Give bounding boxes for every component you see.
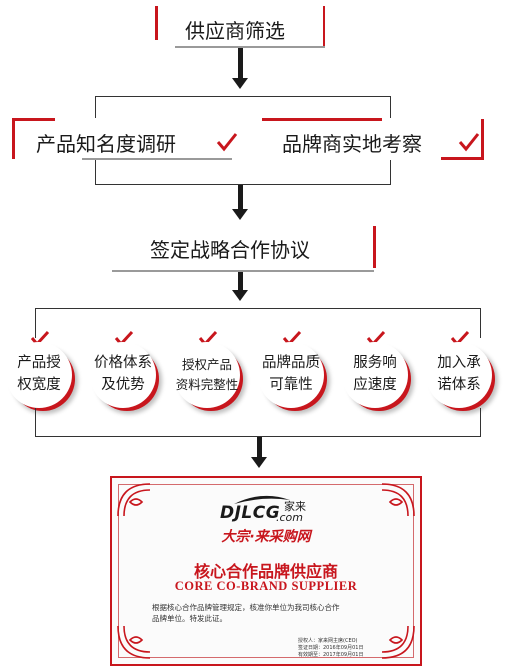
ornament-corner-icon bbox=[381, 625, 415, 659]
criteria-item-service-response: 服务响 应速度 bbox=[340, 330, 416, 410]
check-icon bbox=[458, 133, 480, 152]
connector-line bbox=[480, 408, 481, 436]
connector-line bbox=[35, 308, 481, 309]
corner-accent bbox=[369, 226, 376, 268]
criteria-circle: 授权产品 资料完整性 bbox=[174, 342, 240, 408]
criteria-label: 服务响 bbox=[353, 355, 397, 371]
down-arrow-icon bbox=[232, 209, 248, 220]
step-supplier-screening: 供应商筛选 bbox=[155, 6, 325, 48]
step-label: 签定战略合作协议 bbox=[150, 238, 310, 262]
criteria-item-price-system: 价格体系 及优势 bbox=[88, 330, 164, 410]
criteria-label: 权宽度 bbox=[17, 377, 61, 393]
down-arrow-icon bbox=[232, 290, 248, 301]
check-icon bbox=[216, 133, 238, 152]
step-label: 品牌商实地考察 bbox=[282, 132, 422, 156]
corner-accent bbox=[155, 6, 172, 40]
corner-accent bbox=[12, 118, 55, 159]
connector-line bbox=[35, 308, 36, 338]
step-label: 产品知名度调研 bbox=[36, 132, 176, 156]
ornament-corner-icon bbox=[117, 625, 151, 659]
flow-arrow-shaft bbox=[257, 437, 262, 459]
certificate-logo: DJLCG 家来 .com bbox=[218, 494, 328, 524]
step-sign-agreement: 签定战略合作协议 bbox=[112, 226, 376, 272]
connector-line bbox=[95, 96, 391, 97]
down-arrow-icon bbox=[251, 457, 267, 468]
connector-line bbox=[35, 408, 36, 436]
criteria-item-product-docs: 授权产品 资料完整性 bbox=[172, 330, 248, 410]
criteria-item-license-breadth: 产品授 权宽度 bbox=[4, 330, 80, 410]
certificate-valid-date: 有效期至：2017年09月01日 bbox=[298, 652, 364, 658]
connector-line bbox=[95, 184, 391, 185]
certificate-site-name: 大宗·来采购网 bbox=[221, 529, 311, 545]
swoosh-icon bbox=[234, 495, 290, 504]
criteria-label: 可靠性 bbox=[269, 377, 313, 393]
certificate-issuer: 授权人：家来网主席(CEO) bbox=[298, 638, 358, 644]
flow-arrow-shaft bbox=[238, 48, 243, 80]
criteria-label: 加入承 bbox=[437, 355, 481, 371]
corner-shadow bbox=[82, 148, 232, 160]
step-field-visit: 品牌商实地考察 bbox=[262, 118, 484, 160]
criteria-label: 授权产品 bbox=[181, 357, 232, 372]
criteria-label: 产品授 bbox=[17, 355, 61, 371]
connector-line bbox=[480, 308, 481, 338]
step-label: 供应商筛选 bbox=[185, 19, 285, 43]
logo-jialai: 家来 bbox=[284, 500, 306, 513]
ornament-corner-icon bbox=[381, 483, 415, 517]
connector-line bbox=[95, 96, 96, 118]
criteria-label: 诺体系 bbox=[437, 377, 481, 393]
connector-line bbox=[390, 160, 391, 184]
flow-arrow-shaft bbox=[238, 272, 243, 292]
connector-line bbox=[95, 160, 96, 184]
criteria-circle: 品牌品质 可靠性 bbox=[258, 342, 324, 408]
criteria-circle: 加入承 诺体系 bbox=[426, 342, 492, 408]
corner-accent bbox=[441, 119, 484, 160]
criteria-circle: 价格体系 及优势 bbox=[90, 342, 156, 408]
flow-arrow-shaft bbox=[238, 185, 243, 211]
certificate-footer: 授权人：家来网主席(CEO) 签证日期：2016年09月01日 有效期至：201… bbox=[298, 638, 363, 659]
certificate-issue-date: 签证日期：2016年09月01日 bbox=[298, 645, 364, 651]
criteria-item-commitment-system: 加入承 诺体系 bbox=[424, 330, 500, 410]
step-product-research: 产品知名度调研 bbox=[12, 118, 240, 160]
connector-line bbox=[35, 436, 481, 437]
corner-accent bbox=[262, 118, 382, 131]
logo-djlcg: DJLCG bbox=[220, 503, 281, 523]
criteria-circle: 服务响 应速度 bbox=[342, 342, 408, 408]
corner-accent bbox=[321, 6, 325, 46]
certificate-body-line: 品牌单位。特发此证。 bbox=[152, 614, 227, 623]
certificate-title-cn: 核心合作品牌供应商 bbox=[193, 562, 338, 581]
certificate-inner-border bbox=[118, 484, 414, 658]
criteria-label: 品牌品质 bbox=[262, 355, 320, 371]
certificate-body-line: 根据核心合作品牌管理规定，核准你单位为我司核心合作 bbox=[152, 603, 340, 612]
supplier-certificate: DJLCG 家来 .com 大宗·来采购网 核心合作品牌供应商 CORE CO-… bbox=[110, 476, 422, 666]
certificate-body: 根据核心合作品牌管理规定，核准你单位为我司核心合作 品牌单位。特发此证。 bbox=[152, 602, 392, 624]
criteria-circle: 产品授 权宽度 bbox=[6, 342, 72, 408]
criteria-label: 价格体系 bbox=[94, 355, 152, 371]
criteria-label: 及优势 bbox=[101, 377, 145, 393]
certificate-title-en: CORE CO-BRAND SUPPLIER bbox=[174, 579, 358, 593]
connector-line bbox=[390, 96, 391, 118]
logo-com: .com bbox=[276, 511, 303, 524]
down-arrow-icon bbox=[232, 78, 248, 89]
criteria-label: 资料完整性 bbox=[175, 377, 239, 392]
corner-shadow bbox=[112, 268, 374, 272]
criteria-item-brand-quality: 品牌品质 可靠性 bbox=[256, 330, 332, 410]
criteria-label: 应速度 bbox=[353, 377, 397, 393]
corner-shadow bbox=[175, 36, 325, 48]
ornament-corner-icon bbox=[117, 483, 151, 517]
